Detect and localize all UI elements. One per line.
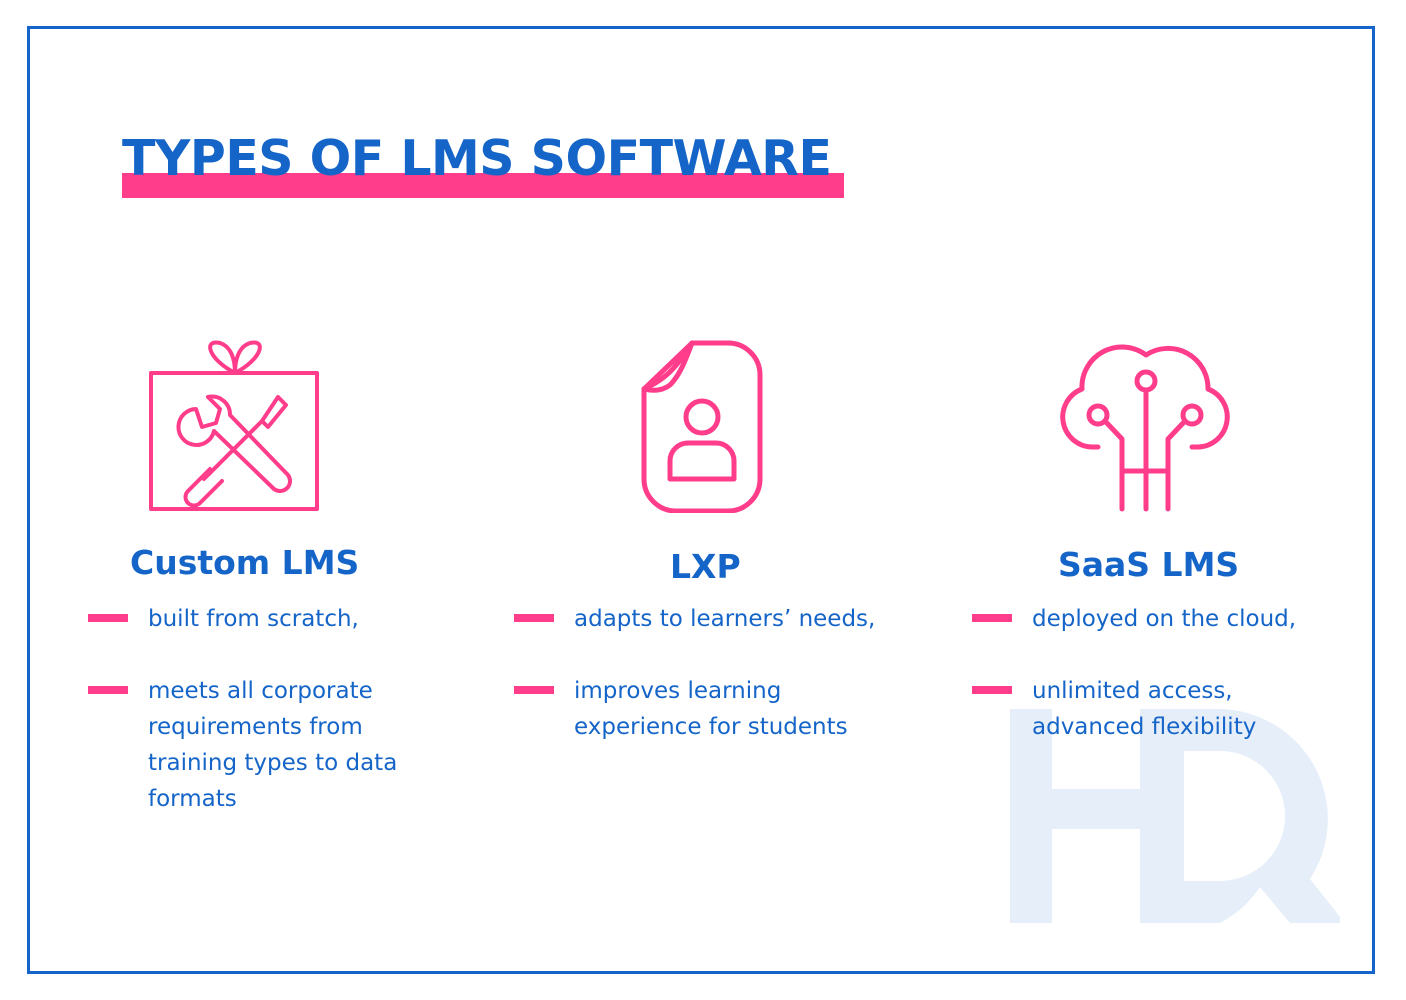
bullet-dash <box>88 686 128 694</box>
bullet-dash <box>972 614 1012 622</box>
page-title-block: TYPES OF LMS SOFTWARE <box>122 129 844 198</box>
column-title: Custom LMS <box>130 543 360 582</box>
bullet-dash <box>88 614 128 622</box>
page-title: TYPES OF LMS SOFTWARE <box>122 130 832 187</box>
column-title: LXP <box>670 547 741 586</box>
gift-tools-icon <box>149 340 319 511</box>
cloud-network-icon <box>1060 344 1230 512</box>
user-document-icon <box>641 340 763 513</box>
title-highlight-bar <box>122 173 844 198</box>
bullet-text: improves learning experience for student… <box>574 678 848 740</box>
bullet-dash <box>514 614 554 622</box>
bullet-text: deployed on the cloud, <box>1032 606 1297 632</box>
bullet-dash <box>514 686 554 694</box>
bullet-dash <box>972 686 1012 694</box>
bullet-text: unlimited access, advanced flexibility <box>1032 678 1257 740</box>
bullet-text: meets all corporate requirements from tr… <box>148 678 398 812</box>
hq-watermark-logo <box>1010 709 1340 923</box>
bullet-text: adapts to learners’ needs, <box>574 606 876 632</box>
column-title: SaaS LMS <box>1058 545 1240 584</box>
bullet-text: built from scratch, <box>148 606 359 632</box>
card-frame: TYPES OF LMS SOFTWARE Custom LMS built f… <box>27 26 1375 974</box>
